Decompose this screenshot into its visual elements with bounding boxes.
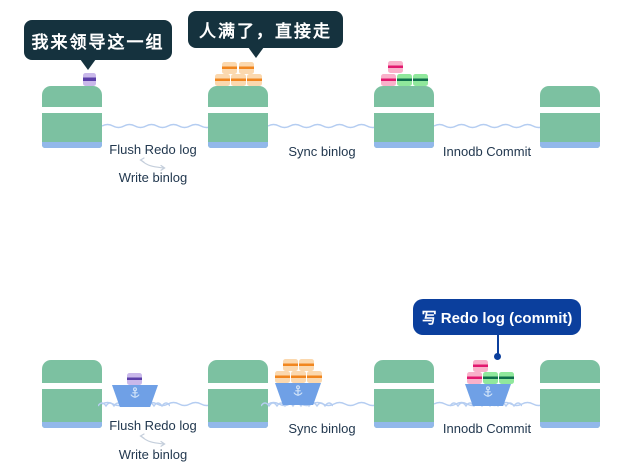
label-flush-redo-log: Flush Redo log (109, 418, 197, 433)
dock-cap (374, 86, 434, 107)
label-innodb-commit: Innodb Commit (442, 421, 532, 436)
dock-cap (208, 360, 268, 383)
dock-body (208, 389, 268, 428)
dock-write-binlog (208, 86, 268, 148)
cargo-block-pink (473, 360, 488, 372)
dock-cap (208, 86, 268, 107)
dock-innodb-commit (540, 86, 600, 148)
dock-base (374, 422, 434, 428)
dock-body (374, 389, 434, 428)
dock-cap (540, 86, 600, 107)
dock-base (42, 422, 102, 428)
dock-body (42, 389, 102, 428)
callout-write-redo-commit: 写 Redo log (commit) (413, 299, 581, 335)
cargo-block-orange (299, 359, 314, 371)
speech-bubble-leader: 我来领导这一组 (24, 20, 172, 60)
dock-cap (42, 86, 102, 107)
dock-base (540, 142, 600, 148)
dock-sync-binlog (374, 86, 434, 148)
dock-base (208, 142, 268, 148)
cargo-block-orange (247, 74, 262, 86)
cargo-block-pink (467, 372, 482, 384)
cargo-block-orange (215, 74, 230, 86)
anchor-icon (130, 387, 140, 405)
anchor-icon (293, 385, 303, 403)
dock-flush-redo (42, 360, 102, 428)
label-write-binlog: Write binlog (118, 447, 188, 462)
callout-stem-dot (494, 353, 501, 360)
cargo-block-orange (307, 371, 322, 383)
cargo-block-orange (239, 62, 254, 74)
speech-bubble-leader-text: 我来领导这一组 (31, 32, 165, 52)
water-wave (434, 122, 540, 130)
label-sync-binlog: Sync binlog (288, 144, 356, 159)
label-write-binlog: Write binlog (118, 170, 188, 185)
dock-body (42, 113, 102, 148)
boat-purple-group (112, 385, 158, 407)
speech-bubble-leader-tail (80, 59, 96, 70)
cargo-block-purple-leader (127, 373, 142, 385)
dock-cap (540, 360, 600, 383)
anchor-icon (483, 386, 493, 404)
speech-bubble-full-text: 人满了，直接走 (199, 22, 332, 41)
cargo-block-orange (291, 371, 306, 383)
cargo-block-orange (283, 359, 298, 371)
cargo-block-green (413, 74, 428, 86)
dock-base (208, 422, 268, 428)
cargo-block-orange (222, 62, 237, 74)
dock-cap (42, 360, 102, 383)
cargo-block-pink (388, 61, 403, 73)
cargo-block-green (499, 372, 514, 384)
dock-body (540, 113, 600, 148)
boat-orange-group (275, 383, 321, 405)
curved-double-arrow-icon (136, 433, 170, 454)
dock-cap (374, 360, 434, 383)
label-sync-binlog: Sync binlog (288, 421, 356, 436)
label-flush-redo-log: Flush Redo log (109, 142, 197, 157)
dock-body (540, 389, 600, 428)
cargo-block-orange (231, 74, 246, 86)
dock-body (374, 113, 434, 148)
water-wave (268, 122, 374, 130)
dock-flush-redo (42, 86, 102, 148)
callout-stem (497, 335, 499, 355)
dock-sync-binlog (374, 360, 434, 428)
label-innodb-commit: Innodb Commit (442, 144, 532, 159)
dock-base (540, 422, 600, 428)
cargo-block-pink (381, 74, 396, 86)
dock-body (208, 113, 268, 148)
water-wave (102, 122, 208, 130)
callout-write-redo-commit-text: 写 Redo log (commit) (421, 309, 573, 327)
boat-pink-green-group (465, 384, 511, 406)
curved-double-arrow-icon (136, 157, 170, 178)
dock-base (374, 142, 434, 148)
dock-write-binlog (208, 360, 268, 428)
cargo-block-green (397, 74, 412, 86)
cargo-block-green (483, 372, 498, 384)
speech-bubble-full: 人满了，直接走 (188, 11, 343, 48)
speech-bubble-full-tail (248, 47, 264, 58)
dock-innodb-commit (540, 360, 600, 428)
cargo-block-purple-leader (83, 73, 96, 86)
cargo-block-orange (275, 371, 290, 383)
dock-base (42, 142, 102, 148)
